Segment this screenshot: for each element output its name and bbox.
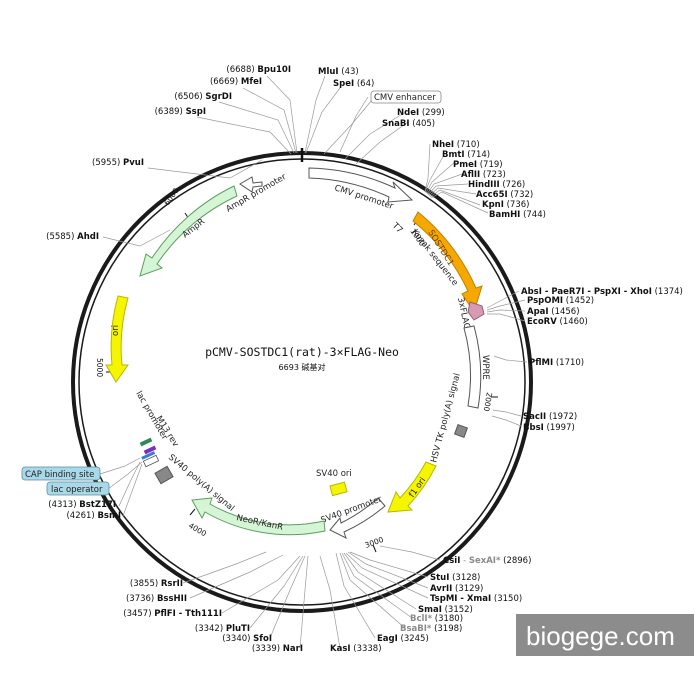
leader-lines: [99, 75, 528, 649]
site-bbsi: BbsI (1997): [523, 423, 575, 433]
f1-ori-arrow: [387, 461, 437, 513]
tick-2000: 2000: [482, 392, 494, 413]
site-nari: (3339) NarI: [252, 644, 303, 654]
neor-kanr-arrow: [191, 497, 326, 536]
site-snabi: SnaBI (405): [382, 119, 435, 129]
site-pluti: (3342) PluTI: [195, 624, 250, 634]
site-acc65i: Acc65I (732): [476, 190, 533, 200]
ori-label: ori: [111, 325, 121, 336]
watermark-bg: [516, 614, 694, 656]
site-rsrii: (3855) RsrII: [130, 579, 183, 589]
sv40-ori-box: [329, 481, 348, 497]
site-nhei: NheI (710): [432, 140, 480, 150]
hsv-label: HSV TK poly(A) signal: [429, 372, 462, 464]
site-bsabi: BsaBI* (3198): [400, 624, 462, 634]
site-hindiii: HindIII (726): [468, 180, 525, 190]
m13-rev-mark: [139, 437, 153, 447]
site-sgrdi: (6506) SgrDI: [174, 92, 232, 102]
wpre-label: WPRE: [480, 355, 490, 380]
backbone-outer: [71, 151, 533, 613]
sv40-polya-box: [154, 465, 174, 485]
cmv-enhancer-tag: CMV enhancer: [370, 90, 442, 104]
site-spei: SpeI (64): [333, 79, 374, 89]
site-bsmi: (4261) BsmI: [66, 511, 121, 521]
tick-5000: 5000: [95, 358, 104, 377]
sv40-promoter-arrow: [329, 497, 386, 539]
lac-operator-label: lac operator: [51, 485, 103, 495]
lac-operator-mark: [143, 445, 157, 455]
lac-promoter-label: lac promoter: [133, 390, 169, 443]
site-labels: (6688) Bpu10I (6669) MfeI (6506) SgrDI (…: [46, 65, 683, 654]
cap-site-label: CAP binding site: [25, 470, 94, 480]
site-ndei: NdeI (299): [397, 108, 445, 118]
site-tspmi: TspMI - XmaI (3150): [430, 594, 522, 604]
site-bsshii: (3736) BssHII: [126, 594, 187, 604]
site-kpni: KpnI (736): [482, 200, 529, 210]
cmv-promoter-arrow: [308, 167, 414, 203]
site-bcli: BclI* (3180): [410, 614, 463, 624]
site-sspi: (6389) SspI: [155, 107, 206, 117]
site-sfoi: (3340) SfoI: [222, 634, 272, 644]
lac-promoter-mark: [142, 454, 160, 468]
site-pflfi: (3457) PflFI - Tth111I: [123, 609, 222, 619]
site-smai: SmaI (3152): [418, 605, 473, 615]
site-pvui: (5955) PvuI: [92, 158, 144, 168]
cmv-enhancer-label: CMV enhancer: [374, 93, 436, 103]
site-csii: CsiI - SexAI* (2896): [443, 556, 531, 566]
t7-label: T7: [389, 220, 404, 235]
site-ahdi: (5585) AhdI: [46, 232, 99, 242]
site-eagi: EagI (3245): [377, 634, 429, 644]
site-pflmi: PflMI (1710): [529, 358, 584, 368]
site-bpu10i: (6688) Bpu10I: [226, 65, 291, 75]
ori-arrow: [105, 295, 129, 383]
site-bmti: BmtI (714): [442, 150, 490, 160]
site-bstz17i: (4313) BstZ17I: [48, 500, 116, 510]
hsv-tk-polya-box: [453, 423, 469, 439]
tick-4000: 4000: [187, 521, 208, 538]
ampr-promoter-arrow: [239, 176, 263, 193]
cap-site-tag: CAP binding site: [21, 466, 101, 481]
site-apai: ApaI (1456): [527, 307, 580, 317]
site-mlui: MluI (43): [318, 67, 359, 77]
site-bamhi: BamHI (744): [489, 210, 546, 220]
cap-site-mark: [141, 451, 156, 460]
sv40-ori-label: SV40 ori: [316, 469, 352, 479]
site-pspomi: PspOMI (1452): [527, 296, 594, 306]
flag-tag: [467, 301, 485, 321]
ampr-arrow: [139, 185, 238, 277]
site-aflii: AflII (723): [461, 170, 506, 180]
site-sacii: SacII (1972): [523, 412, 577, 422]
site-avrii: AvrII (3129): [430, 584, 483, 594]
site-stui: StuI (3128): [430, 573, 480, 583]
plasmid-name: pCMV-SOSTDC1(rat)-3×FLAG-Neo: [205, 345, 399, 359]
lac-operator-tag: lac operator: [46, 481, 110, 496]
site-absi: AbsI - PaeR7I - PspXI - XhoI (1374): [521, 287, 683, 297]
plasmid-size: 6693 碱基对: [279, 362, 326, 372]
wpre-box: [463, 325, 482, 409]
site-ecorv: EcoRV (1460): [527, 317, 588, 327]
site-kasi: KasI (3338): [330, 644, 382, 654]
site-pmei: PmeI (719): [453, 160, 503, 170]
watermark-text: biogege.com: [526, 621, 675, 651]
site-mfei: (6669) MfeI: [210, 77, 262, 87]
